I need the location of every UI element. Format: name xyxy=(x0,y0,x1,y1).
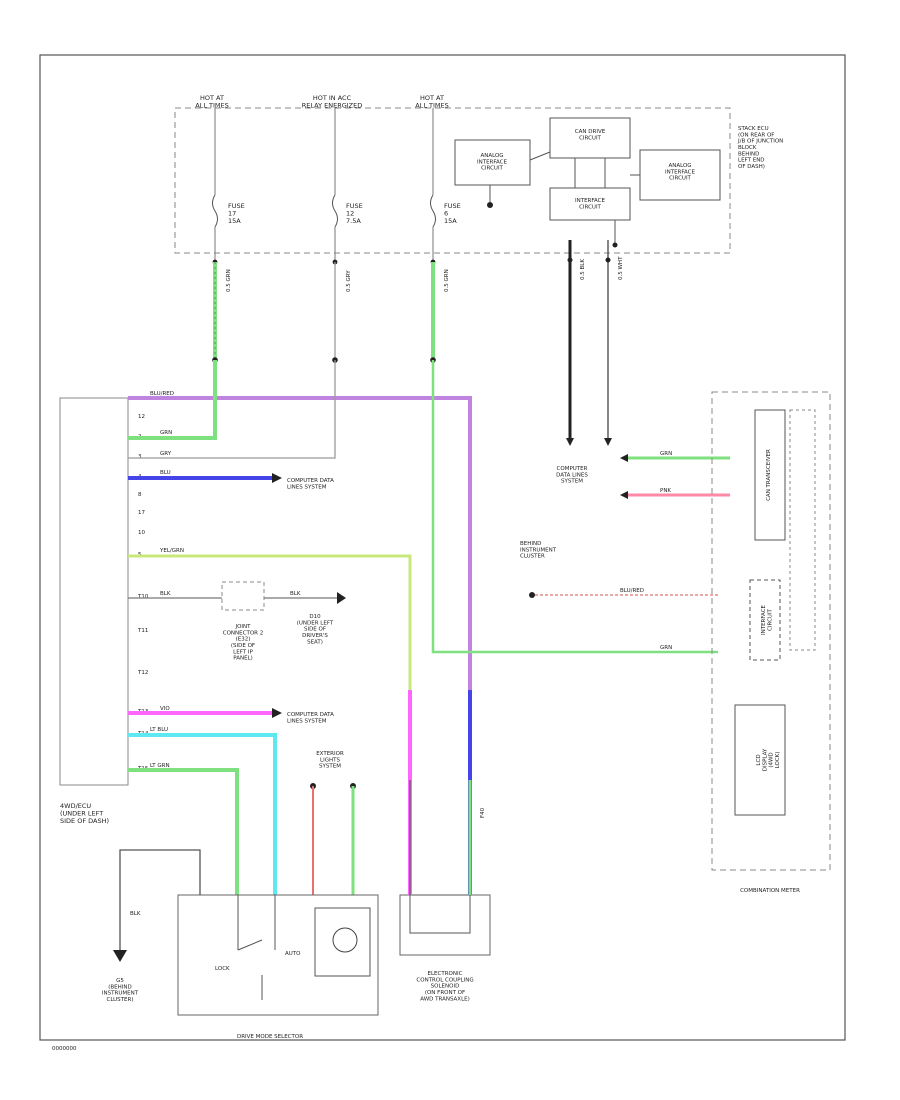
wire-t14-ltblu xyxy=(128,733,277,895)
solenoid-tag: F40 xyxy=(480,807,486,818)
interface-circuit xyxy=(549,187,631,221)
can-wire-tag-blk: 0.5 BLK xyxy=(580,259,586,280)
analog-left-ground xyxy=(487,202,493,208)
wire-blu-red xyxy=(128,396,472,690)
combination-meter-label: COMBINATION METER xyxy=(740,888,800,894)
wire-pin4-tag: BLU xyxy=(160,470,171,476)
diagram-frame xyxy=(39,54,846,1041)
pin-t10: T10 xyxy=(137,594,149,600)
wire-ground-left xyxy=(119,849,201,955)
drive-mode-selector-label: DRIVE MODE SELECTOR xyxy=(237,1034,303,1040)
wire-pin5-yelgrn xyxy=(128,554,412,690)
selector-lock-label: LOCK xyxy=(215,966,230,972)
pin-t12: T12 xyxy=(137,670,148,676)
analog-right-ground xyxy=(612,242,618,248)
behind-cluster-ground xyxy=(529,592,535,598)
indicator-lamp xyxy=(332,927,358,953)
wire-pin5-tag: YEL/GRN xyxy=(159,548,184,554)
pin-3: 3 xyxy=(138,454,142,460)
wire-fuse17-tag: 0.5 GRN xyxy=(226,269,232,292)
can-transceiver-box xyxy=(754,409,786,541)
wire-pin3-tag: GRY xyxy=(160,451,172,457)
footer-code: 0000000 xyxy=(52,1046,77,1052)
can-wire-tag-wht: 0.5 WHT xyxy=(618,256,624,280)
wire-pin3-gry xyxy=(128,360,336,459)
ground-d10-arrow xyxy=(337,592,346,604)
pin-10: 10 xyxy=(138,530,145,536)
pin-t11: T11 xyxy=(137,628,148,634)
analog-interface-right xyxy=(639,149,721,201)
wire-t15-tag: LT GRN xyxy=(150,763,170,769)
meter-wire-canh-tag: GRN xyxy=(660,451,672,457)
pin-12: 12 xyxy=(138,414,145,420)
wire-fuse6-to-meter xyxy=(431,360,718,654)
analog-interface-left xyxy=(454,139,531,186)
joint-connector-box xyxy=(221,581,265,611)
wire-blu-red-tag: BLU/RED xyxy=(150,391,174,397)
selector-auto-label: AUTO xyxy=(285,951,301,957)
wire-fuse6-tag: 0.5 GRN xyxy=(444,269,450,292)
awd-ecu-pins: 1 12 2 3 4 8 17 10 5 T10 T11 T12 T13 T14… xyxy=(137,396,149,772)
wire-t13-tag: VIO xyxy=(160,706,170,712)
can-drive-circuit xyxy=(549,117,631,159)
ground-left-wire: BLK xyxy=(130,911,141,917)
wire-pin2-grn xyxy=(128,360,217,440)
wire-pin2-tag: GRN xyxy=(160,430,172,436)
wire-t14-tag: LT BLU xyxy=(150,727,168,733)
wire-fuse12-tag: 0.5 GRY xyxy=(346,270,352,292)
meter-inner-dashed xyxy=(789,409,816,651)
wire-t10-tag: BLK xyxy=(160,591,171,597)
ground-d10-wire: BLK xyxy=(290,591,301,597)
pin-8: 8 xyxy=(138,492,142,498)
awd-ecu-box xyxy=(59,397,129,786)
meter-interface-box xyxy=(749,579,781,661)
pin-17: 17 xyxy=(138,510,145,516)
solenoid-inner xyxy=(409,894,471,934)
meter-wire-lower-tag: GRN xyxy=(660,645,672,651)
lcd-display-box xyxy=(734,704,786,816)
meter-interface-label: INTERFACECIRCUIT xyxy=(761,604,773,635)
behind-cluster-wire: BLU/RED xyxy=(620,588,644,594)
lcd-display-label: LCDDISPLAY(4WDLOCK) xyxy=(756,748,781,771)
meter-wire-canl-tag: PNK xyxy=(660,488,671,494)
wire-t15-ltgrn xyxy=(128,768,239,895)
can-transceiver-label: CAN TRANSCEIVER xyxy=(766,449,772,501)
combination-meter-outline xyxy=(711,391,831,871)
